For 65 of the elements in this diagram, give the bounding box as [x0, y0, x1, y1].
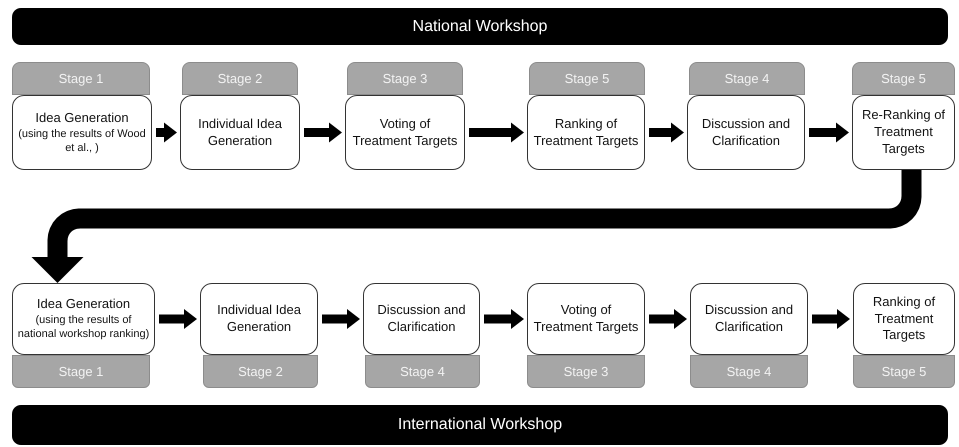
- stage-label: Stage 1: [58, 364, 104, 379]
- step-note: (using the results of national workshop ranking): [17, 313, 150, 342]
- stage-tab: [12, 355, 150, 388]
- workshop-banner: [12, 405, 948, 445]
- step-title: Discussion and Clarification: [376, 302, 467, 336]
- arrow: [322, 309, 360, 329]
- process-box: [690, 283, 808, 355]
- stage-label: Stage 5: [882, 364, 926, 379]
- stage-tab: [690, 355, 808, 388]
- stage-tab: [203, 355, 318, 388]
- step-title: Discussion and Clarification: [704, 302, 794, 336]
- process-box: [345, 95, 465, 170]
- process-box: [852, 95, 955, 170]
- workshop-banner: [12, 8, 948, 45]
- stage-tab: [853, 355, 955, 388]
- stage-label: Stage 2: [218, 71, 262, 86]
- stage-label: Stage 5: [881, 71, 926, 86]
- arrow: [649, 122, 684, 142]
- stage-label: Stage 4: [400, 364, 445, 379]
- step-title: Voting of Treatment Targets: [532, 302, 640, 336]
- banner-title: National Workshop: [412, 18, 548, 36]
- stage-tab: [689, 62, 805, 95]
- arrow: [484, 309, 524, 329]
- stage-tab: [529, 62, 645, 95]
- arrow: [156, 122, 177, 142]
- arrow: [809, 122, 849, 142]
- process-box: [687, 95, 805, 170]
- step-title: Individual Idea Generation: [197, 116, 283, 150]
- arrow: [159, 309, 197, 329]
- stage-label: Stage 1: [58, 71, 104, 86]
- stage-label: Stage 4: [726, 364, 772, 379]
- step-title: Discussion and Clarification: [700, 116, 792, 150]
- step-title: Ranking of Treatment Targets: [872, 294, 936, 344]
- banner-title: International Workshop: [398, 416, 562, 434]
- step-note: (using the results of Wood et al., ): [17, 126, 147, 156]
- stage-tab: [527, 355, 645, 388]
- stage-label: Stage 4: [724, 71, 770, 86]
- process-box: [12, 95, 152, 170]
- bent-arrow: [32, 170, 922, 283]
- step-title: Voting of Treatment Targets: [352, 116, 458, 150]
- step-title: Individual Idea Generation: [216, 302, 302, 336]
- stage-label: Stage 2: [238, 364, 283, 379]
- process-box: [180, 95, 300, 170]
- process-box: [853, 283, 955, 355]
- arrow: [649, 309, 687, 329]
- process-box: [12, 283, 155, 355]
- stage-label: Stage 3: [382, 71, 428, 86]
- process-box: [527, 95, 645, 170]
- step-title: Ranking of Treatment Targets: [532, 116, 640, 150]
- stage-tab: [852, 62, 955, 95]
- stage-label: Stage 3: [564, 364, 608, 379]
- stage-tab: [347, 62, 463, 95]
- step-title: Re-Ranking of Treatment Targets: [860, 107, 946, 158]
- process-box: [200, 283, 318, 355]
- process-box: [527, 283, 645, 355]
- stage-label: Stage 5: [564, 71, 610, 86]
- process-box: [363, 283, 480, 355]
- arrow: [812, 309, 850, 329]
- arrow: [304, 122, 342, 142]
- step-title: Idea Generation: [36, 296, 130, 314]
- arrow: [469, 122, 524, 142]
- stage-tab: [12, 62, 150, 95]
- stage-tab: [365, 355, 480, 388]
- step-title: Idea Generation: [35, 110, 129, 127]
- stage-tab: [182, 62, 298, 95]
